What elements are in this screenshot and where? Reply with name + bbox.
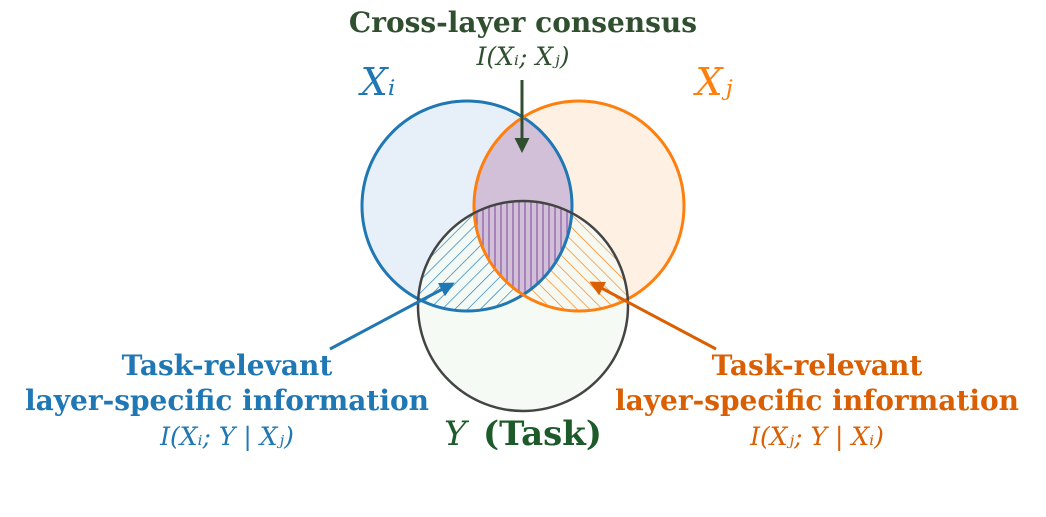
set-xj-outline (472, 99, 686, 313)
left-info-line1: Task-relevant (122, 349, 333, 382)
right-info-line2: layer-specific information (615, 384, 1019, 417)
consensus-formula: I(Xᵢ; Xⱼ) (476, 42, 570, 71)
set-y-label: Y (Task) (444, 414, 602, 454)
set-y-symbol: Y (444, 414, 470, 454)
right-info-line1: Task-relevant (712, 349, 923, 382)
set-xj-label: Xⱼ (692, 60, 732, 104)
set-y-outline (416, 199, 630, 413)
left-info-formula: I(Xᵢ; Y | Xⱼ) (159, 422, 294, 452)
set-xi-label: Xᵢ (358, 60, 396, 104)
consensus-title: Cross-layer consensus (349, 6, 697, 39)
right-info-formula: I(Xⱼ; Y | Xᵢ) (749, 422, 884, 452)
set-xi-outline (360, 99, 574, 313)
right-info-arrow (589, 281, 717, 351)
left-info-line2: layer-specific information (25, 384, 429, 417)
left-info-arrow (329, 282, 455, 351)
set-y-task: (Task) (483, 414, 602, 454)
